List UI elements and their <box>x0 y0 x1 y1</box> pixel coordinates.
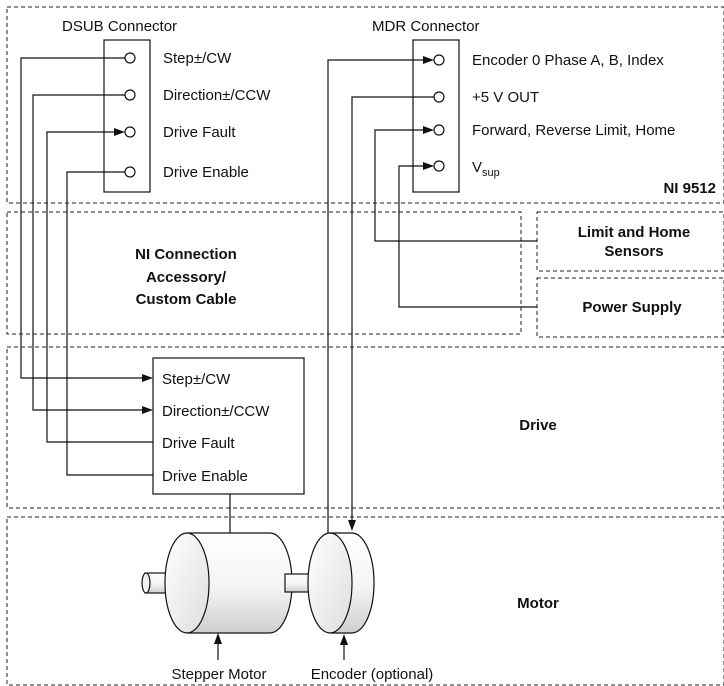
drive-box <box>152 357 305 495</box>
motor-label: Motor <box>517 595 559 612</box>
wire-fault <box>46 131 153 443</box>
dsub-pin-label-fault: Drive Fault <box>163 124 236 141</box>
accessory-label-line3: Custom Cable <box>136 291 237 308</box>
wire-vsup <box>398 165 537 308</box>
wire-step <box>20 57 147 379</box>
accessory-region <box>6 211 522 335</box>
drive-pin-label-direction: Direction±/CCW <box>162 403 270 420</box>
arrowhead-vsup-mdr <box>423 162 434 170</box>
mdr-pin-encoder <box>433 54 445 66</box>
encoder <box>284 532 375 634</box>
encoder-label: Encoder (optional) <box>311 666 434 683</box>
mdr-pin-vsup <box>433 160 445 172</box>
wire-direction <box>32 94 147 411</box>
dsub-connector-box <box>103 39 151 193</box>
dsub-connector-title: DSUB Connector <box>62 18 177 35</box>
motor-region <box>6 516 724 686</box>
stepper-motor-label: Stepper Motor <box>171 666 266 683</box>
mdr-connector-box <box>412 39 460 193</box>
ni-9512-region <box>6 6 724 204</box>
drive-region <box>6 346 724 509</box>
arrowhead-fault-dsub <box>114 128 125 136</box>
dsub-pin-fault <box>124 126 136 138</box>
drive-pin-label-step: Step±/CW <box>162 371 231 388</box>
encoder-front-face <box>307 532 353 634</box>
motor-shaft-end <box>141 572 151 594</box>
mdr-connector-title: MDR Connector <box>372 18 480 35</box>
stepper-motor <box>141 532 293 634</box>
mdr-pin-label-encoder: Encoder 0 Phase A, B, Index <box>472 52 664 69</box>
mdr-pin-label-5v: +5 V OUT <box>472 89 539 106</box>
mdr-pin-label-vsup: Vsup <box>472 159 500 179</box>
arrowhead-5v-encoder <box>348 520 356 531</box>
dsub-pin-enable <box>124 166 136 178</box>
drive-label: Drive <box>519 417 557 434</box>
limit-sensors-region <box>536 211 724 272</box>
arrowhead-step-drive <box>142 374 153 382</box>
mdr-pin-5v <box>433 91 445 103</box>
dsub-pin-label-step: Step±/CW <box>163 50 232 67</box>
limit-sensors-label-line2: Sensors <box>604 243 663 260</box>
drive-pin-label-enable: Drive Enable <box>162 468 248 485</box>
dsub-pin-label-enable: Drive Enable <box>163 164 249 181</box>
vsup-main: V <box>472 159 482 176</box>
dsub-pin-step <box>124 52 136 64</box>
arrowhead-direction-drive <box>142 406 153 414</box>
power-supply-label: Power Supply <box>582 299 682 316</box>
dsub-pin-direction <box>124 89 136 101</box>
accessory-label-line2: Accessory/ <box>146 269 227 286</box>
drive-pin-label-fault: Drive Fault <box>162 435 235 452</box>
dsub-pin-label-direction: Direction±/CCW <box>163 87 271 104</box>
module-label: NI 9512 <box>663 180 716 197</box>
wire-5v <box>351 96 434 525</box>
wire-encoder <box>327 59 428 535</box>
limit-sensors-label-line1: Limit and Home <box>578 224 691 241</box>
stepper-pointer-arrowhead <box>214 633 222 644</box>
arrowhead-encoder-mdr <box>423 56 434 64</box>
arrowhead-limits-mdr <box>423 126 434 134</box>
wire-enable <box>66 171 153 476</box>
accessory-label-line1: NI Connection <box>135 246 237 263</box>
vsup-subscript: sup <box>482 167 500 179</box>
wire-limits <box>374 129 537 242</box>
motor-front-face <box>164 532 210 634</box>
encoder-pointer-arrowhead <box>340 634 348 645</box>
mdr-pin-label-limits: Forward, Reverse Limit, Home <box>472 122 675 139</box>
mdr-pin-limits <box>433 124 445 136</box>
